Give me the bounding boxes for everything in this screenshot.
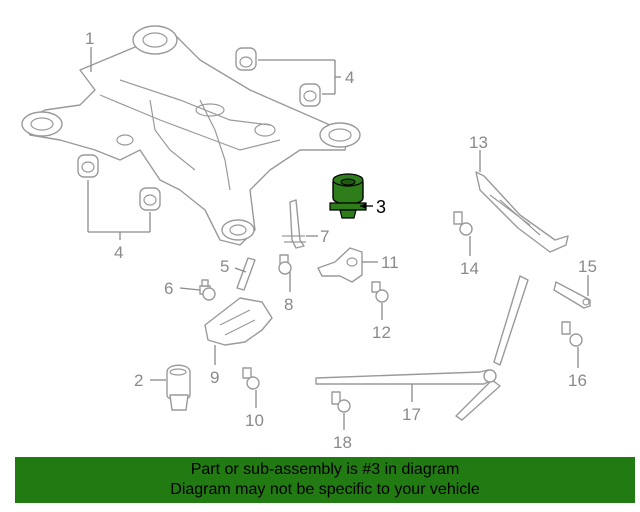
mount-part-3-highlighted[interactable] — [329, 173, 367, 219]
callout-7: 7 — [320, 227, 329, 246]
link-part-15[interactable] — [553, 281, 591, 309]
bushing-part-4[interactable] — [77, 47, 321, 211]
banner-line-2: Diagram may not be specific to your vehi… — [170, 481, 480, 498]
tiebar-part-17[interactable] — [315, 275, 529, 421]
bolt-part-18[interactable] — [331, 391, 351, 413]
callout-12: 12 — [372, 323, 391, 342]
bolt-part-12[interactable] — [371, 281, 389, 303]
callout-8: 8 — [284, 295, 293, 314]
parts-diagram: 1 4 4 3 7 5 11 6 8 12 9 2 10 13 14 15 16… — [21, 25, 597, 452]
callout-6: 6 — [164, 279, 173, 298]
mount-part-2[interactable] — [166, 364, 191, 411]
callout-10: 10 — [245, 411, 264, 430]
callout-14: 14 — [460, 259, 479, 278]
bracket-part-11[interactable] — [317, 247, 363, 283]
shield-part-9[interactable] — [204, 297, 273, 346]
bolt-part-8[interactable] — [278, 254, 292, 275]
harness-part-13[interactable] — [475, 171, 569, 253]
banner-line-1: Part or sub-assembly is #3 in diagram — [190, 461, 460, 478]
callout-17: 17 — [402, 405, 421, 424]
callout-18: 18 — [333, 433, 352, 452]
callout-2: 2 — [134, 371, 143, 390]
callout-4-left: 4 — [114, 243, 123, 262]
callout-13: 13 — [469, 133, 488, 152]
callout-labels: 1 4 4 3 7 5 11 6 8 12 9 2 10 13 14 15 16… — [85, 29, 597, 452]
bolt-part-16[interactable] — [561, 321, 583, 347]
callout-11: 11 — [381, 253, 399, 272]
callout-15: 15 — [578, 257, 597, 276]
callout-5: 5 — [220, 257, 229, 276]
leader-lines — [87, 47, 589, 430]
bolt-part-10[interactable] — [242, 367, 260, 390]
callout-16: 16 — [568, 371, 587, 390]
subframe-part-1[interactable] — [21, 25, 361, 246]
info-banner: Part or sub-assembly is #3 in diagram Di… — [15, 457, 635, 503]
callout-1: 1 — [85, 29, 94, 48]
callout-4-top: 4 — [345, 68, 354, 87]
bolt-part-6[interactable] — [199, 279, 216, 301]
callout-9: 9 — [210, 368, 219, 387]
bracket-part-7[interactable] — [282, 199, 306, 249]
rod-part-5[interactable] — [236, 257, 256, 291]
callout-3-highlighted: 3 — [376, 197, 386, 217]
bolt-part-14[interactable] — [453, 211, 473, 236]
